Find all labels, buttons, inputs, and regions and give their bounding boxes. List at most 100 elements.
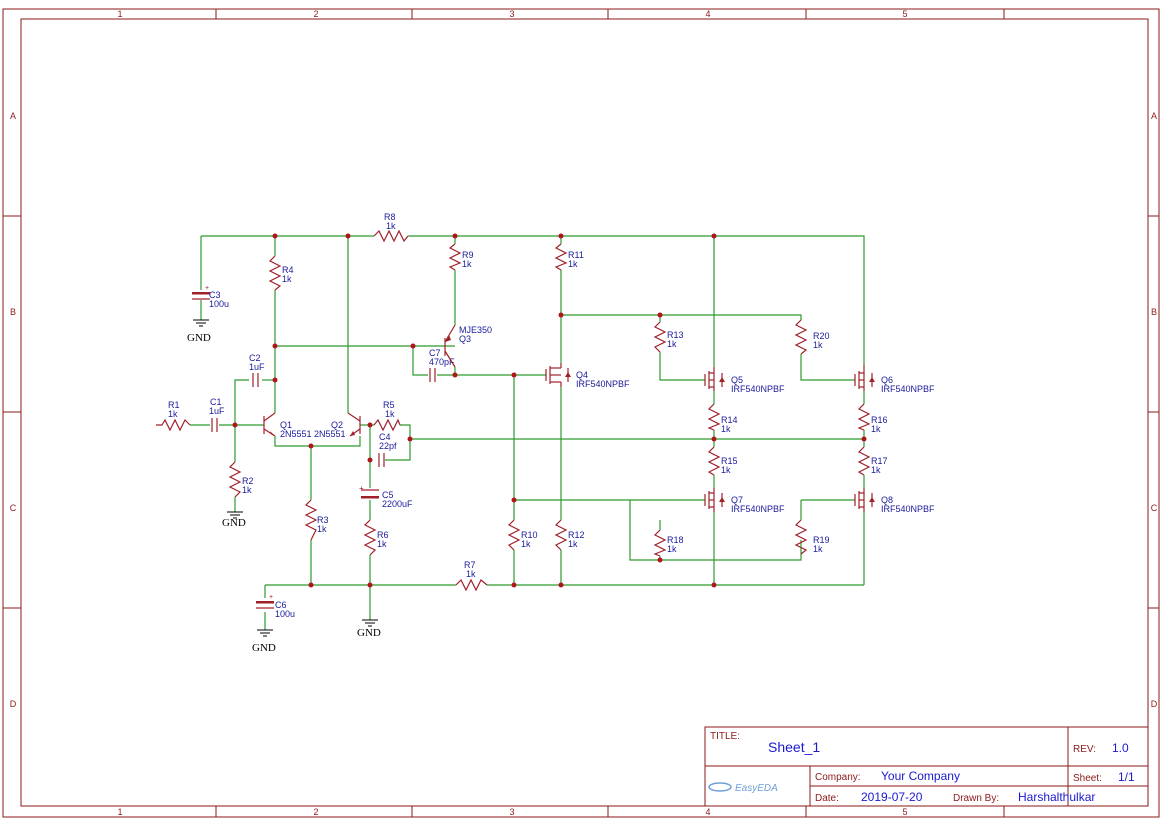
component-ref: C7	[429, 348, 441, 358]
transistor-q3[interactable]: MJE350 Q3	[444, 324, 492, 368]
col-label-bottom: 3	[509, 807, 514, 817]
component-value: 2200uF	[382, 499, 413, 509]
resistor-r8[interactable]: R8 1k	[373, 212, 409, 243]
component-value: IRF540NPBF	[576, 379, 630, 389]
ground-symbol: GND	[187, 319, 211, 344]
resistor-r9[interactable]: R9 1k	[448, 243, 474, 271]
mosfet-q4[interactable]: Q4 IRF540NPBF	[545, 363, 630, 389]
component-ref: Q2	[331, 420, 343, 430]
mosfet-q6[interactable]: Q6 IRF540NPBF	[854, 365, 935, 394]
capacitor-c4[interactable]: C4 22pf	[378, 432, 397, 467]
component-ref: C1	[210, 397, 222, 407]
component-ref: Q5	[731, 375, 743, 385]
svg-text:+: +	[205, 285, 209, 292]
row-label-right: C	[1151, 503, 1158, 513]
component-value: 2N5551	[280, 429, 312, 439]
resistor-r4[interactable]: R4 1k	[268, 255, 294, 291]
gnd-label: GND	[187, 332, 211, 344]
logo-text: EasyEDA	[735, 783, 778, 794]
component-value: 1k	[871, 424, 881, 434]
resistor-r1[interactable]: R1 1k	[156, 400, 191, 432]
resistor-r17[interactable]: R17 1k	[857, 446, 888, 476]
resistor-r10[interactable]: R10 1k	[507, 519, 538, 551]
row-label-right: A	[1151, 111, 1157, 121]
capacitor-c6[interactable]: + C6 100u	[256, 594, 295, 619]
component-value: 1uF	[249, 362, 265, 372]
mosfet-q7[interactable]: Q7 IRF540NPBF	[704, 488, 785, 514]
component-value: 1k	[871, 465, 881, 475]
gnd-label: GND	[252, 642, 276, 654]
resistor-r20[interactable]: R20 1k	[794, 319, 830, 355]
company-value: Your Company	[881, 769, 960, 783]
resistor-r16[interactable]: R16 1k	[857, 403, 888, 434]
resistor-r6[interactable]: R6 1k	[363, 519, 389, 556]
component-ref: R13	[667, 330, 684, 340]
resistor-r3[interactable]: R3 1k	[304, 499, 329, 541]
component-value: IRF540NPBF	[881, 384, 935, 394]
component-value: IRF540NPBF	[731, 384, 785, 394]
component-value: 470pF	[429, 357, 455, 367]
col-label-top: 2	[313, 9, 318, 19]
component-ref: R2	[242, 476, 254, 486]
resistor-r11[interactable]: R11 1k	[554, 243, 584, 271]
resistor-r2[interactable]: R2 1k	[228, 461, 254, 498]
col-label-bottom: 5	[902, 807, 907, 817]
component-ref: R9	[462, 250, 474, 260]
component-value: 1k	[168, 409, 178, 419]
component-value: 1k	[386, 221, 396, 231]
resistor-r14[interactable]: R14 1k	[707, 403, 738, 434]
rev-value: 1.0	[1112, 741, 1129, 755]
resistor-r12[interactable]: R12 1k	[554, 519, 585, 551]
component-ref: C6	[275, 600, 287, 610]
capacitor-c1[interactable]: C1 1uF	[209, 397, 225, 432]
easyeda-logo: EasyEDA	[708, 782, 778, 794]
component-value: 1k	[466, 569, 476, 579]
sheet-label: Sheet:	[1073, 773, 1102, 784]
resistor-r15[interactable]: R15 1k	[707, 446, 738, 476]
component-ref: Q1	[280, 420, 292, 430]
component-value: 1k	[242, 485, 252, 495]
component-value: 1k	[568, 539, 578, 549]
col-label-top: 3	[509, 9, 514, 19]
transistor-q1[interactable]: Q1 2N5551	[263, 412, 312, 439]
row-label-right: B	[1151, 307, 1157, 317]
drawn-by-label: Drawn By:	[953, 793, 999, 804]
resistor-r7[interactable]: R7 1k	[455, 560, 488, 592]
sheet-value: 1/1	[1118, 770, 1135, 784]
row-label-left: C	[10, 503, 17, 513]
company-label: Company:	[815, 772, 861, 783]
mosfet-q5[interactable]: Q5 IRF540NPBF	[704, 367, 785, 394]
component-ref: R3	[317, 515, 329, 525]
component-ref: Q8	[881, 495, 893, 505]
component-value: 1k	[721, 465, 731, 475]
row-label-left: D	[10, 699, 17, 709]
capacitor-c7[interactable]: C7 470pF	[429, 348, 455, 382]
component-ref: C2	[249, 353, 261, 363]
capacitor-c2[interactable]: C2 1uF	[249, 353, 265, 387]
component-value: 1k	[813, 340, 823, 350]
component-ref: R11	[568, 250, 584, 260]
sheet-frame: 1 2 3 4 5 1 2 3 4 5 A B C D A B C D	[2, 8, 1160, 818]
transistor-q2[interactable]: Q2 2N5551	[314, 412, 361, 439]
resistor-r18[interactable]: R18 1k	[653, 529, 684, 557]
component-ref: R18	[667, 535, 684, 545]
resistor-r5[interactable]: R5 1k	[373, 400, 401, 432]
component-ref: R10	[521, 530, 538, 540]
title-label: TITLE:	[710, 731, 740, 742]
capacitor-c5[interactable]: + C5 2200uF	[359, 484, 413, 509]
component-value: 1k	[385, 409, 395, 419]
row-label-right: D	[1151, 699, 1158, 709]
component-ref: R4	[282, 265, 294, 275]
component-value: 1k	[377, 539, 387, 549]
component-value: 1k	[813, 544, 823, 554]
resistor-r13[interactable]: R13 1k	[653, 321, 684, 353]
mosfet-q8[interactable]: Q8 IRF540NPBF	[854, 488, 935, 514]
drawn-by-value: Harshalthulkar	[1018, 790, 1095, 804]
resistor-r19[interactable]: R19 1k	[794, 519, 830, 555]
capacitor-c3[interactable]: + C3 100u	[192, 285, 229, 309]
component-ref: C3	[209, 290, 221, 300]
gnd-label: GND	[222, 517, 246, 529]
title-block: TITLE: Sheet_1 REV: 1.0 Company: Your Co…	[704, 726, 1149, 807]
component-ref: R17	[871, 456, 888, 466]
rev-label: REV:	[1073, 744, 1096, 755]
